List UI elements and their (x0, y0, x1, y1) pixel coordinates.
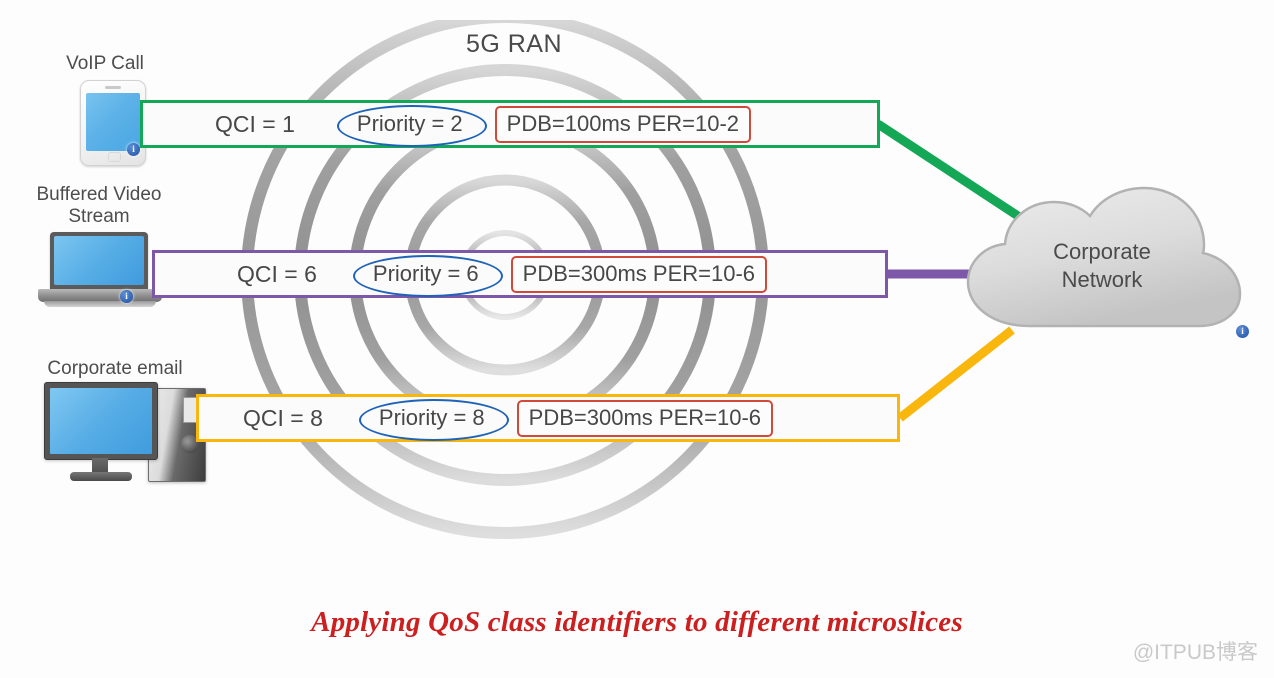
priority-group-video: Priority = 6 (352, 255, 503, 297)
smartphone-icon: i (80, 80, 146, 166)
laptop-screen (54, 236, 144, 285)
desktop-screen (50, 388, 152, 454)
info-badge-cloud: i (1236, 325, 1249, 338)
priority-value-voip: Priority = 2 (356, 111, 463, 136)
cloud-label: Corporate Network (1053, 239, 1151, 292)
phone-home-button (108, 152, 121, 162)
priority-group-email: Priority = 8 (358, 399, 509, 441)
priority-group-voip: Priority = 2 (336, 105, 487, 147)
figure-caption: Applying QoS class identifiers to differ… (311, 606, 963, 638)
priority-value-email: Priority = 8 (378, 405, 485, 430)
monitor-neck (92, 458, 108, 474)
pdb-per-box-voip: PDB=100ms PER=10-2 (494, 105, 752, 143)
laptop-lid (50, 232, 148, 290)
qos-bar-email[interactable]: QCI = 8 Priority = 8 PDB=300ms PER=10-6 (196, 394, 900, 442)
pdb-per-box-video: PDB=300ms PER=10-6 (510, 255, 768, 293)
device-label-voip: VoIP Call (66, 53, 144, 74)
qci-value-video: QCI = 6 (237, 260, 317, 287)
qci-value-voip: QCI = 1 (215, 110, 295, 137)
watermark: @ITPUB博客 (1132, 641, 1258, 664)
page-title: 5G RAN (465, 30, 563, 58)
desktop-monitor (44, 382, 158, 460)
laptop-icon: i (38, 232, 162, 312)
monitor-base (70, 472, 132, 481)
desktop-computer-icon (44, 382, 206, 487)
cloud-shape (966, 186, 1242, 328)
pdb-per-box-email: PDB=300ms PER=10-6 (516, 399, 774, 437)
qci-value-email: QCI = 8 (243, 404, 323, 431)
qos-bar-voip[interactable]: QCI = 1 Priority = 2 PDB=100ms PER=10-2 (140, 100, 880, 148)
corporate-network-cloud: Corporate Network (952, 186, 1252, 346)
desktop-power-knob (181, 435, 199, 453)
phone-speaker (105, 86, 121, 89)
phone-body (80, 80, 146, 166)
phone-screen (86, 93, 140, 151)
priority-value-video: Priority = 6 (372, 261, 479, 286)
info-badge-laptop: i (120, 290, 133, 303)
info-badge-phone: i (127, 143, 140, 156)
device-label-email: Corporate email (47, 358, 183, 379)
device-label-video: Buffered Video Stream (36, 184, 162, 227)
laptop-foot (44, 301, 156, 307)
qos-bar-video[interactable]: QCI = 6 Priority = 6 PDB=300ms PER=10-6 (152, 250, 888, 298)
